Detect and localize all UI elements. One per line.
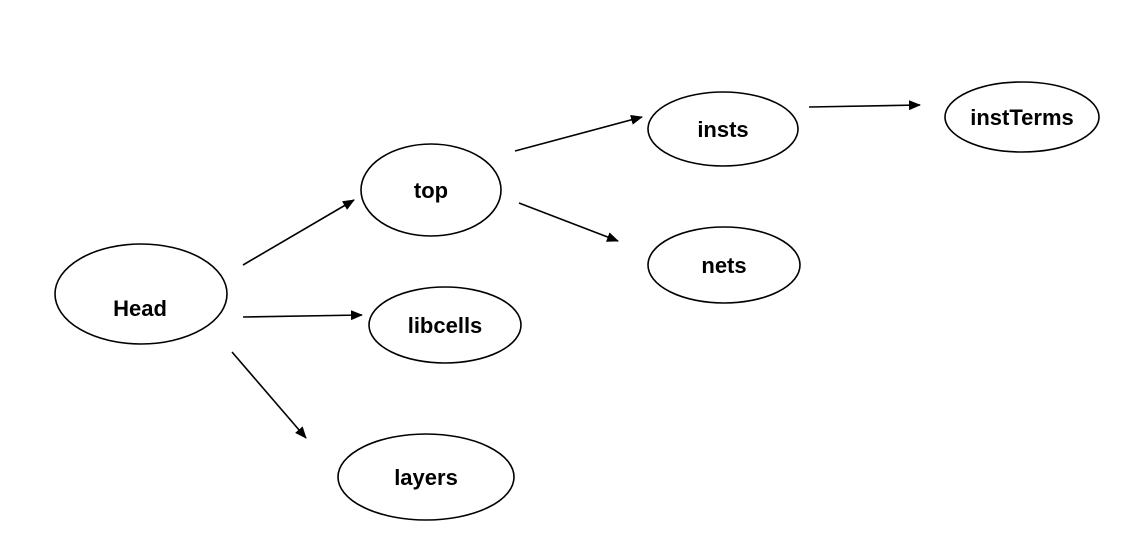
node-instterms-label: instTerms — [970, 105, 1074, 130]
node-insts-ellipse — [647, 91, 799, 167]
node-head-label: Head — [113, 296, 167, 321]
node-head: Head — [54, 243, 228, 345]
node-libcells: libcells — [368, 286, 522, 364]
edge-head-to-top — [242, 199, 355, 266]
node-top: top — [360, 143, 502, 237]
node-layers-label: layers — [394, 465, 458, 490]
edge-top-to-nets — [518, 202, 619, 242]
edge-insts-to-instterms — [808, 100, 921, 111]
node-nets: nets — [647, 226, 801, 304]
node-instterms-ellipse — [944, 81, 1100, 153]
node-layers-ellipse — [337, 433, 515, 521]
node-top-ellipse — [360, 143, 502, 237]
node-head-ellipse — [54, 243, 228, 345]
node-libcells-ellipse — [368, 286, 522, 364]
node-layers: layers — [337, 433, 515, 521]
edge-head-to-libcells — [242, 310, 363, 321]
node-top-label: top — [414, 178, 448, 203]
edge-head-to-layers — [231, 351, 307, 439]
edge-top-to-insts — [514, 115, 643, 152]
node-instterms: instTerms — [944, 81, 1100, 153]
node-nets-label: nets — [701, 253, 746, 278]
node-insts: insts — [647, 91, 799, 167]
node-libcells-label: libcells — [408, 313, 483, 338]
edges — [231, 100, 921, 439]
node-nets-ellipse — [647, 226, 801, 304]
node-insts-label: insts — [697, 117, 748, 142]
